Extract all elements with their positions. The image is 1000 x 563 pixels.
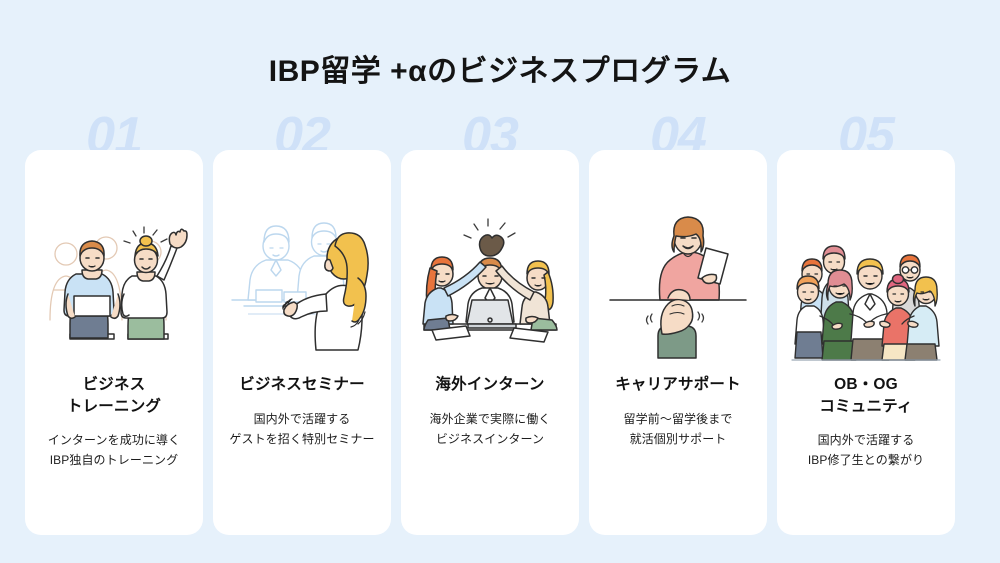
program-card-5[interactable]: 05 [777,110,955,535]
program-card-1[interactable]: 01 [25,110,203,535]
card-1-title: ビジネス トレーニング [66,376,162,416]
card-2-title: ビジネスセミナー [239,376,365,393]
card-3-title: 海外インターン [435,376,545,393]
card-1-body[interactable]: ビジネス トレーニング インターンを成功に導く IBP独自のトレーニング [25,150,203,535]
card-4-body[interactable]: キャリアサポート 留学前〜留学後まで 就活個別サポート [589,150,767,535]
card-5-description: 国内外で活躍する IBP修了生との繋がり [807,432,925,467]
program-card-3[interactable]: 03 [401,110,579,535]
program-card-4[interactable]: 04 [589,110,767,535]
card-5-body[interactable]: OB・OG コミュニティ 国内外で活躍する IBP修了生との繋がり [777,150,955,535]
team-high-five-laptop-icon [422,218,558,343]
card-1-description: インターンを成功に導く IBP独自のトレーニング [47,432,181,467]
card-4-description: 留学前〜留学後まで 就活個別サポート [623,412,733,447]
page-title: IBP留学 +αのビジネスプログラム [268,55,732,88]
handshake-job-offer-icon [609,216,747,359]
card-5-title: OB・OG コミュニティ [819,376,913,416]
card-3-description: 海外企業で実際に働く ビジネスインターン [429,412,551,447]
card-2-description: 国内外で活躍する ゲストを招く特別セミナー [229,412,375,447]
card-2-body[interactable]: ビジネスセミナー 国内外で活躍する ゲストを招く特別セミナー [213,150,391,535]
card-3-body[interactable]: 海外インターン 海外企業で実際に働く ビジネスインターン [401,150,579,535]
program-card-2[interactable]: 02 [213,110,391,535]
alumni-group-community-icon [791,245,941,361]
seminar-audience-raising-hand-icon [49,226,188,340]
guest-speaker-presentation-icon [231,222,369,351]
program-card-list: 01 [25,110,975,535]
card-4-title: キャリアサポート [615,376,741,393]
